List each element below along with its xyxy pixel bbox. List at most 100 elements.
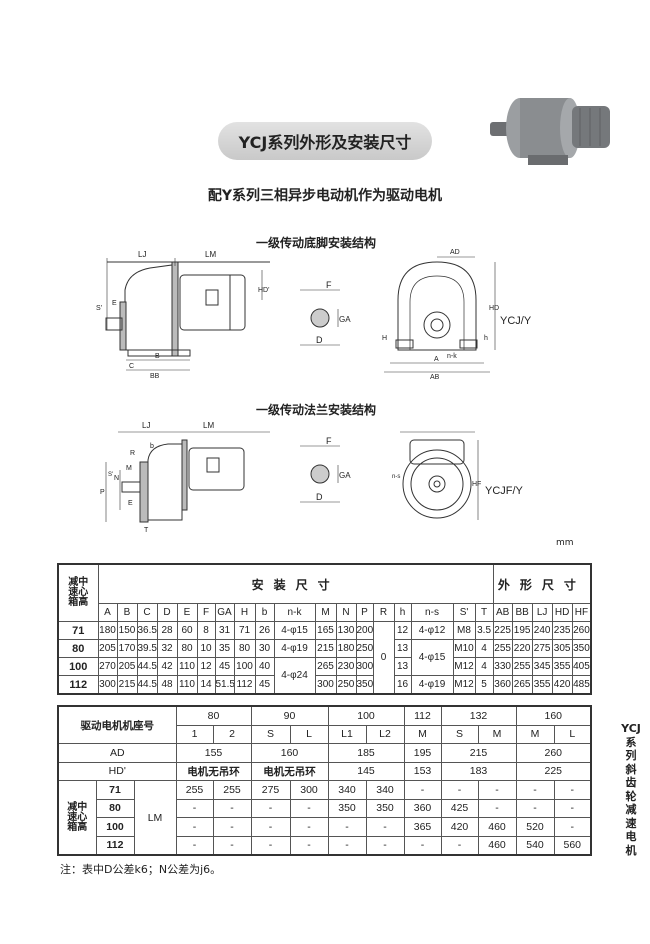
table-cell: 4	[474, 657, 494, 676]
table-cell: 71	[233, 621, 256, 640]
lm-value: 350	[327, 798, 367, 818]
column-header: BB	[511, 603, 533, 622]
unit-label: mm	[556, 538, 574, 548]
lm-value: -	[289, 817, 329, 837]
lm-value: -	[477, 780, 517, 800]
page-title: YCJ系列外形及安装尺寸	[218, 122, 432, 160]
table-cell: 255	[492, 639, 513, 658]
frame-variant: S	[440, 724, 479, 744]
table-cell: 80	[233, 639, 256, 658]
table-cell: 4-φ19	[410, 675, 454, 695]
hd-prime-value: 电机无吊环	[250, 761, 329, 781]
hd-prime-value: 225	[515, 761, 592, 781]
ad-value: 215	[440, 743, 517, 763]
ad-value: 185	[327, 743, 405, 763]
side-label-char: YCJ	[621, 722, 641, 735]
column-header: HF	[571, 603, 592, 622]
table-cell: 8	[196, 621, 216, 640]
dim-S-prime-2: S'	[108, 472, 113, 478]
dim-A: A	[434, 356, 439, 363]
lm-value: -	[477, 798, 517, 818]
table-cell: 42	[156, 657, 178, 676]
dim-B: B	[155, 353, 160, 360]
table-cell: 35	[214, 639, 235, 658]
model-label-ycjy: YCJ/Y	[500, 315, 532, 327]
hd-prime-value: 电机无吊环	[175, 761, 252, 781]
lm-value: 460	[477, 835, 517, 856]
table-cell: 44.5	[136, 657, 158, 676]
frame-number: 160	[515, 705, 592, 726]
group-header-row: 减中速心箱高安装尺寸外形尺寸	[57, 563, 592, 622]
side-label-char: 减	[625, 803, 637, 816]
lm-value: -	[212, 835, 252, 856]
dim-S-prime: S'	[96, 305, 102, 312]
dim-F-2: F	[326, 436, 332, 446]
dim-M: M	[126, 465, 132, 472]
table-cell: 330	[492, 657, 513, 676]
lm-value: 340	[327, 780, 367, 800]
table-cell: M10	[452, 639, 476, 658]
column-header: E	[176, 603, 198, 622]
table-cell: 14	[196, 675, 216, 695]
table-cell: 215	[314, 639, 337, 658]
row-header-center-height: 112	[57, 675, 99, 695]
corner-label-line: 箱高	[67, 821, 88, 833]
lm-value: 425	[440, 798, 479, 818]
corner-label-line: 速心	[67, 811, 88, 823]
table-cell: 260	[571, 621, 592, 640]
table-cell: 4-φ24	[273, 657, 316, 695]
lm-value: -	[250, 817, 291, 837]
side-label-char: 齿	[625, 776, 637, 789]
table-cell: 265	[314, 657, 337, 676]
flange-mount-shaft-section: F GA D	[300, 436, 351, 503]
dim-LJ: LJ	[138, 250, 146, 259]
table-cell: 205	[116, 657, 138, 676]
dim-BB: BB	[150, 373, 160, 380]
table-cell: 13	[393, 657, 412, 676]
frame-variant: M	[515, 724, 555, 744]
row-header-center-height: 100	[95, 817, 135, 837]
section-title-flange-mount: 一级传动法兰安装结构	[255, 403, 376, 417]
table-cell: 165	[314, 621, 337, 640]
lm-value: -	[403, 780, 442, 800]
dim-HD-prime: HD'	[258, 287, 269, 294]
lm-label: LM	[133, 780, 177, 856]
foot-mount-side-view: LJ LM HD' S' E C B BB	[96, 250, 270, 380]
lm-value: 255	[212, 780, 252, 800]
foot-mount-shaft-section: F GA D	[300, 280, 351, 346]
column-header: D	[156, 603, 178, 622]
column-header: H	[233, 603, 256, 622]
row-header-center-height: 71	[57, 621, 99, 640]
column-header: C	[136, 603, 158, 622]
dim-GA: GA	[339, 315, 351, 324]
table-cell: 110	[176, 657, 198, 676]
frame-variant: L1	[327, 724, 367, 744]
tolerance-note: 注：表中D公差k6；N公差为j6。	[60, 863, 222, 876]
dim-R: R	[130, 450, 135, 457]
corner-center-height: 减中速心箱高	[57, 780, 97, 856]
lm-value: -	[289, 835, 329, 856]
column-header: LJ	[531, 603, 553, 622]
ad-value: 195	[403, 743, 442, 763]
frame-number: 80	[175, 705, 252, 726]
hd-prime-value: 153	[403, 761, 442, 781]
column-header: b	[254, 603, 275, 622]
lm-value: 275	[250, 780, 291, 800]
dim-T: T	[144, 527, 149, 534]
table-cell: 405	[571, 657, 592, 676]
column-header: h	[393, 603, 412, 622]
table-cell: 39.5	[136, 639, 158, 658]
frame-variant: M	[477, 724, 517, 744]
side-label-char: 系	[625, 735, 637, 749]
corner-header: 减中速心箱高	[57, 563, 99, 622]
dim-H: H	[382, 335, 387, 342]
table-cell: 4	[474, 639, 494, 658]
